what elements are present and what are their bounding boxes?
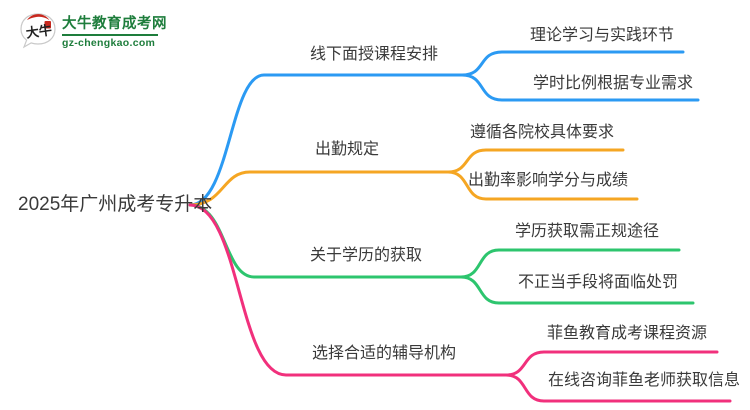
logo-divider [62, 34, 158, 36]
site-logo[interactable]: 大牛 大牛教育成考网 gz-chengkao.com [18, 11, 167, 53]
branch-2-child-1-line [446, 148, 625, 174]
branch-1-child-1-line [460, 50, 685, 77]
logo-text-block: 大牛教育成考网 gz-chengkao.com [62, 15, 167, 49]
branch-3-child-node-2[interactable]: 不正当手段将面临处罚 [518, 274, 679, 291]
branch-node-1[interactable]: 线下面授课程安排 [310, 46, 439, 63]
branch-4-child-node-1[interactable]: 菲鱼教育成考课程资源 [547, 325, 708, 342]
branch-1-child-2-line [460, 73, 700, 102]
branch-2-child-node-1[interactable]: 遵循各院校具体要求 [470, 124, 615, 141]
branch-3-child-node-1[interactable]: 学历获取需正规途径 [515, 223, 660, 240]
daniu-logo-icon: 大牛 [20, 13, 56, 49]
branch-node-4[interactable]: 选择合适的辅导机构 [312, 345, 457, 362]
logo-title: 大牛教育成考网 [62, 16, 167, 32]
branch-4-child-1-line [504, 350, 719, 377]
root-node[interactable]: 2025年广州成考专升本 [18, 194, 213, 215]
logo-red-arc [27, 14, 50, 21]
branch-4-main-line [188, 203, 508, 377]
logo-icon-text: 大牛 [25, 22, 53, 40]
branch-node-3[interactable]: 关于学历的获取 [310, 247, 423, 264]
branch-2-main-line [188, 170, 450, 207]
branch-1-child-node-2[interactable]: 学时比例根据专业需求 [533, 75, 694, 92]
branch-1-child-node-1[interactable]: 理论学习与实践环节 [530, 27, 675, 44]
branch-1-main-line [188, 73, 464, 207]
logo-seal [44, 21, 51, 29]
logo-domain: gz-chengkao.com [62, 37, 156, 49]
branch-node-2[interactable]: 出勤规定 [315, 141, 380, 158]
branch-4-child-node-2[interactable]: 在线咨询菲鱼老师获取信息 [548, 372, 741, 389]
branch-3-child-1-line [459, 248, 681, 279]
branch-4-child-2-line [504, 373, 732, 403]
branch-2-child-node-2[interactable]: 出勤率影响学分与成绩 [468, 172, 629, 189]
branch-2-child-2-line [446, 170, 639, 201]
branch-3-child-2-line [459, 275, 695, 305]
